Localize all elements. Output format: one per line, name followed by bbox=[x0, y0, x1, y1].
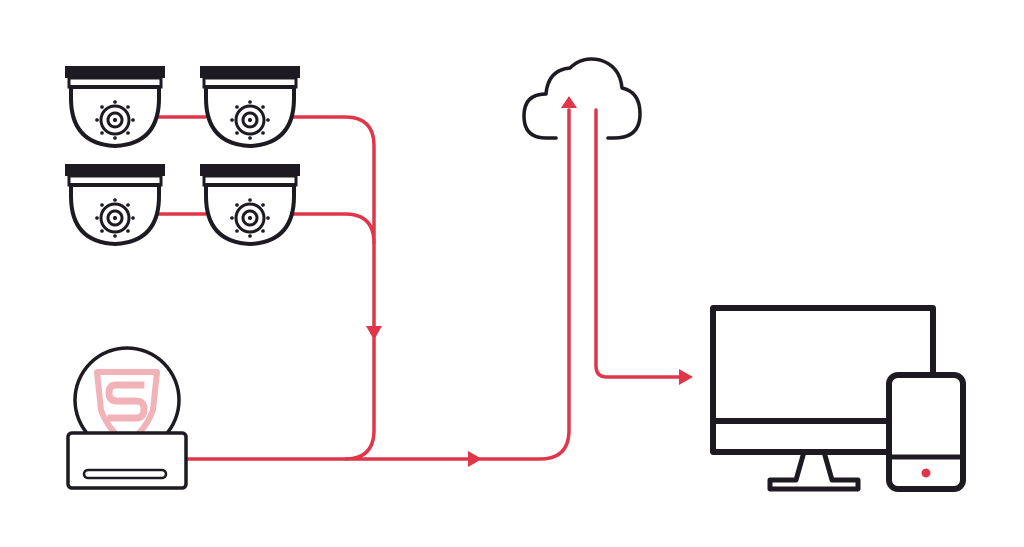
arrow-down-icon bbox=[366, 326, 382, 340]
arrow-right-icon bbox=[468, 451, 482, 467]
monitor-icon bbox=[710, 305, 936, 492]
dome-camera-icon bbox=[63, 64, 167, 148]
cloud-icon bbox=[522, 57, 642, 140]
cloud-to-viewers-line bbox=[594, 108, 685, 379]
arrow-up-icon bbox=[561, 96, 577, 108]
cameras-branch-line bbox=[290, 212, 376, 245]
recorder-icon bbox=[66, 346, 188, 490]
recorder-to-cloud-line bbox=[184, 108, 571, 461]
smartphone-icon bbox=[886, 372, 966, 492]
dome-camera-icon bbox=[198, 162, 302, 246]
arrow-right-icon bbox=[679, 369, 693, 385]
cameras-to-recorder-line bbox=[290, 115, 376, 461]
arrow-heads bbox=[366, 96, 693, 467]
connection-lines bbox=[154, 108, 685, 461]
cameras-group bbox=[63, 64, 302, 246]
dome-camera-icon bbox=[198, 64, 302, 148]
dome-camera-icon bbox=[63, 162, 167, 246]
